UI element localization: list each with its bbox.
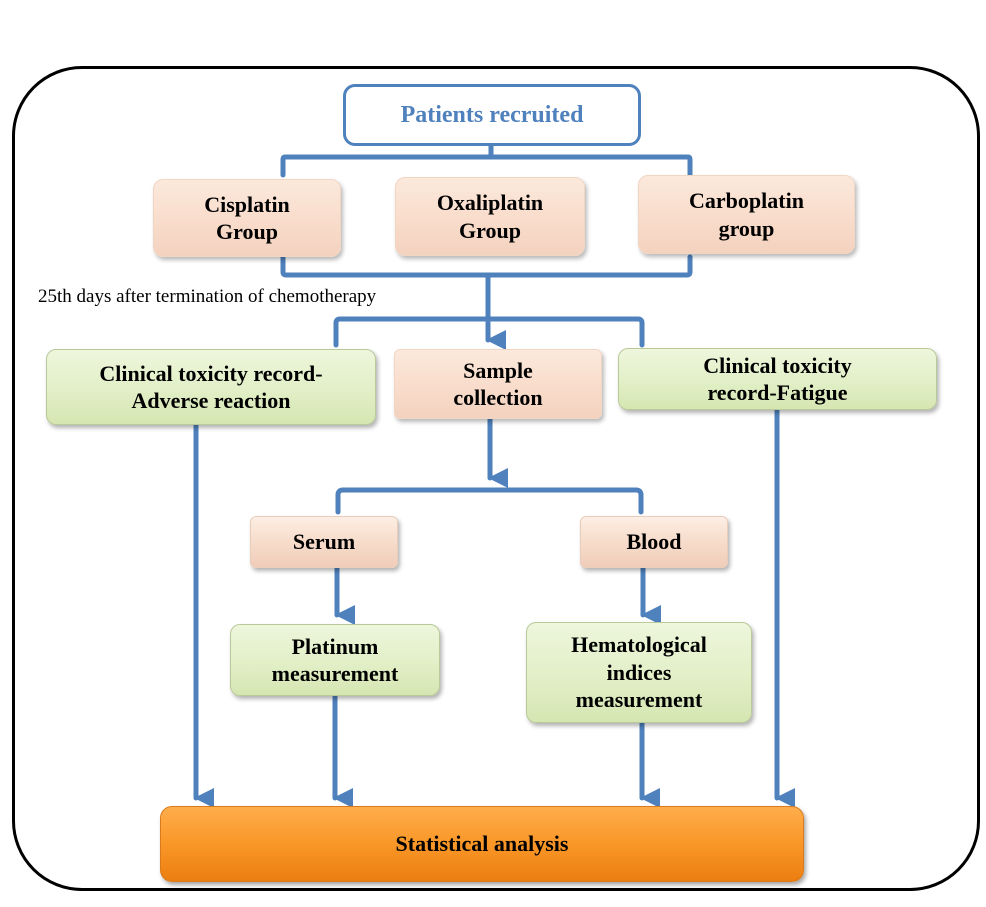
sample-line2: collection: [453, 385, 543, 410]
adverse-line1: Clinical toxicity record-: [99, 360, 323, 386]
hema-line3: measurement: [575, 687, 703, 713]
carboplatin-line2: group: [718, 215, 775, 241]
carboplatin-line1: Carboplatin: [689, 188, 804, 213]
serum-label: Serum: [292, 529, 356, 555]
blood-node: Blood: [580, 516, 728, 568]
fatigue-line1: Clinical toxicity: [703, 352, 852, 378]
fatigue-line2: record-Fatigue: [707, 380, 848, 405]
oxaliplatin-line2: Group: [459, 217, 521, 243]
statistical-analysis-node: Statistical analysis: [160, 806, 804, 882]
serum-node: Serum: [250, 516, 398, 568]
patients-recruited-label: Patients recruited: [400, 101, 584, 128]
statistical-analysis-label: Statistical analysis: [395, 831, 569, 857]
outer-frame: [12, 66, 980, 891]
hema-line2: indices: [606, 659, 672, 685]
timing-note: 25th days after termination of chemother…: [38, 286, 377, 307]
sample-line1: Sample: [463, 357, 533, 383]
cisplatin-line2: Group: [216, 219, 278, 244]
cisplatin-line1: Cisplatin: [204, 191, 290, 217]
connector-sample-bar: [335, 487, 644, 515]
oxaliplatin-line1: Oxaliplatin: [436, 190, 544, 215]
platinum-line2: measurement: [271, 661, 399, 686]
adverse-line2: Adverse reaction: [131, 388, 291, 413]
patients-recruited-node: Patients recruited: [343, 84, 641, 146]
connector-top-bar: [280, 154, 693, 178]
blood-label: Blood: [626, 529, 682, 555]
adverse-reaction-node: Clinical toxicity record-Adverse reactio…: [46, 349, 376, 425]
hema-line1: Hematological: [571, 632, 707, 658]
platinum-line1: Platinum: [291, 633, 379, 659]
connector-groups-merge: [280, 254, 693, 278]
